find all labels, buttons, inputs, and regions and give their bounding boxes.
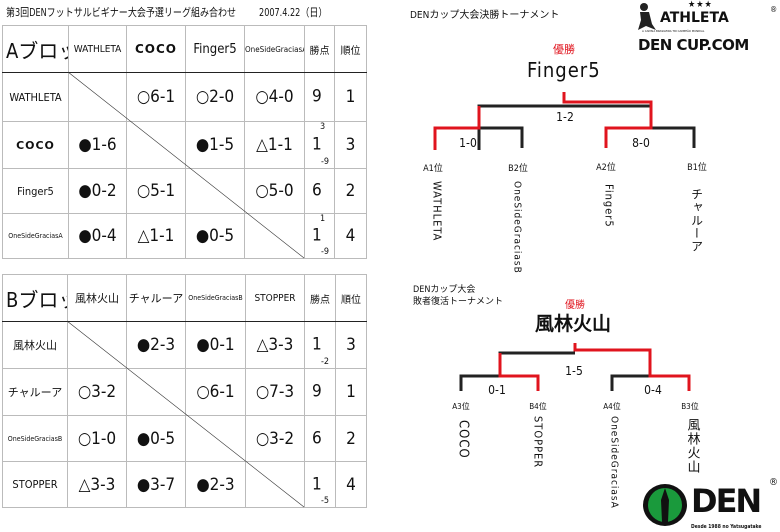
row-team-name: COCO bbox=[2, 121, 69, 169]
column-header: 風林火山 bbox=[67, 274, 127, 322]
champion-name: 風林火山 bbox=[535, 313, 612, 335]
row-team-name: OneSideGraciasA bbox=[2, 213, 69, 259]
consolation-title-line1: DENカップ大会 bbox=[413, 285, 476, 295]
winner-path bbox=[498, 353, 540, 391]
den-tagline: Desde 1988 no Yatsugatake bbox=[691, 524, 762, 530]
column-header: COCO bbox=[126, 25, 186, 73]
points-value: 9 bbox=[312, 86, 322, 107]
seed-label: A3位 bbox=[452, 402, 470, 411]
points-value: 9 bbox=[312, 381, 322, 402]
points-sub: -2 bbox=[321, 357, 330, 367]
den-wordmark: DEN bbox=[691, 482, 762, 520]
semi-score: 1-0 bbox=[459, 136, 477, 150]
team-name: STOPPER bbox=[531, 416, 545, 469]
semi-score: 0-4 bbox=[644, 383, 662, 397]
rank-value: 1 bbox=[334, 72, 367, 122]
row-team-name: Finger5 bbox=[2, 168, 69, 214]
title-text: 第3回DENフットサルビギナー大会予選リーグ組み合わせ bbox=[6, 6, 237, 19]
team-name: OneSideGraciasB bbox=[511, 181, 523, 274]
winner-path bbox=[573, 343, 691, 391]
points-sup: 1 bbox=[320, 214, 326, 224]
rank-value: 4 bbox=[334, 213, 367, 259]
column-header: 勝点 bbox=[304, 274, 336, 322]
block-label: Bブロック bbox=[2, 274, 68, 322]
stars-icon: ★★★ bbox=[688, 0, 713, 10]
winner-path bbox=[562, 92, 653, 148]
date-text: 2007.4.22（日） bbox=[259, 6, 328, 19]
seed-label: A4位 bbox=[603, 402, 621, 411]
seed-label: B3位 bbox=[681, 402, 699, 411]
row-team-name: OneSideGraciasB bbox=[2, 415, 68, 462]
points-value: 1 bbox=[312, 225, 322, 246]
points-sub: -9 bbox=[321, 247, 330, 257]
team-name: 風林火山 bbox=[684, 418, 700, 474]
rank-value: 2 bbox=[334, 168, 367, 214]
points-sub: -5 bbox=[321, 496, 330, 506]
row-team-name: WATHLETA bbox=[2, 72, 69, 122]
player-icon bbox=[638, 3, 656, 30]
final-tournament-title: DENカップ大会決勝トーナメント bbox=[410, 10, 560, 21]
team-name: チャルーア bbox=[689, 188, 704, 253]
points-cell: 6 bbox=[304, 168, 335, 214]
registered-icon: ® bbox=[769, 477, 778, 488]
column-header: 順位 bbox=[334, 25, 367, 73]
semi-score: 8-0 bbox=[632, 136, 650, 150]
team-name: WATHLETA bbox=[430, 181, 444, 242]
winner-path bbox=[433, 106, 481, 150]
points-value: 1 bbox=[312, 134, 322, 155]
points-cell: 9 bbox=[304, 72, 335, 122]
bracket-line bbox=[651, 126, 696, 148]
points-cell: 9 bbox=[304, 368, 336, 416]
bracket-line bbox=[498, 351, 575, 376]
team-name: Finger5 bbox=[602, 184, 616, 228]
seed-label: B4位 bbox=[529, 402, 547, 411]
column-header: OneSideGraciasB bbox=[185, 274, 246, 322]
consolation-title: DENカップ大会 敗者復活トーナメント bbox=[413, 284, 503, 308]
champion-label: 優勝 bbox=[565, 300, 585, 311]
seed-label: B1位 bbox=[687, 163, 707, 173]
den-emblem-icon bbox=[643, 484, 687, 526]
row-team-name: 風林火山 bbox=[2, 321, 68, 369]
final-score: 1-5 bbox=[565, 364, 583, 378]
bracket-line bbox=[479, 126, 524, 148]
seed-label: B2位 bbox=[508, 164, 528, 174]
rank-value: 3 bbox=[335, 321, 367, 369]
semi-score: 0-1 bbox=[488, 383, 506, 397]
seed-label: A2位 bbox=[596, 163, 616, 173]
team-name: OneSideGraciasA bbox=[608, 416, 620, 509]
consolation-title-line2: 敗者復活トーナメント bbox=[413, 297, 504, 307]
den-logo: DEN ® Desde 1988 no Yatsugatake bbox=[641, 478, 780, 532]
rank-value: 4 bbox=[335, 461, 367, 508]
team-name: COCO bbox=[455, 420, 471, 459]
registered-icon: ® bbox=[770, 5, 778, 14]
points-sub: -9 bbox=[321, 157, 330, 167]
champion-name: Finger5 bbox=[527, 58, 601, 82]
block-label: Aブロック bbox=[2, 25, 69, 73]
dencup-wordmark: DEN CUP.COM bbox=[638, 36, 749, 54]
points-value: 6 bbox=[312, 428, 322, 448]
champion-label: 優勝 bbox=[553, 43, 575, 56]
points-cell: 1-5 bbox=[304, 461, 336, 508]
points-value: 6 bbox=[312, 180, 322, 201]
athleta-wordmark: ATHLETA bbox=[660, 10, 729, 26]
bracket-line bbox=[610, 374, 650, 391]
column-header: 順位 bbox=[335, 274, 367, 322]
seed-label: A1位 bbox=[423, 164, 443, 174]
column-header: チャルーア bbox=[126, 274, 186, 322]
column-header: OneSideGraciasA bbox=[244, 25, 305, 73]
athleta-tagline: A CAMISA BRASILEIRA TRI CAMPEÃO MUNDIAL bbox=[642, 29, 705, 33]
bracket-line bbox=[459, 374, 500, 391]
page-title: 第3回DENフットサルビギナー大会予選リーグ組み合わせ 2007.4.22（日） bbox=[6, 4, 350, 20]
points-cell: 1-2 bbox=[304, 321, 336, 369]
athleta-logo: ★★★ ATHLETA ® A CAMISA BRASILEIRA TRI CA… bbox=[630, 0, 780, 62]
rank-value: 2 bbox=[335, 415, 367, 462]
points-value: 1 bbox=[312, 334, 322, 355]
points-value: 1 bbox=[312, 474, 322, 494]
row-team-name: STOPPER bbox=[2, 461, 68, 508]
final-score: 1-2 bbox=[556, 110, 574, 124]
points-sup: 3 bbox=[320, 122, 326, 132]
